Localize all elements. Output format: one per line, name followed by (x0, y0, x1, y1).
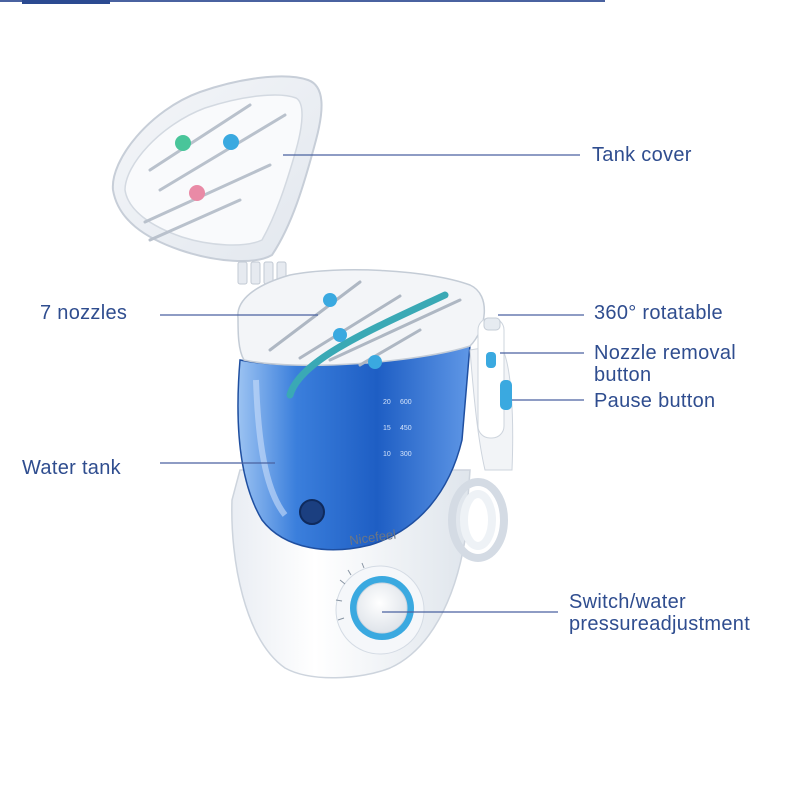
scale-label: 15 (383, 425, 391, 432)
hose-coil (448, 478, 508, 562)
label-switch-line2: pressureadjustment (569, 613, 751, 635)
nozzle-pink-icon (189, 185, 205, 201)
brand-logo-text: Nicefeel (348, 527, 397, 548)
scale-label: 450 (400, 425, 412, 432)
scale-label: 10 (383, 451, 391, 458)
nozzle-removal-button (486, 352, 496, 368)
label-nozzles: 7 nozzles (40, 302, 128, 324)
nozzle-tray (237, 269, 485, 399)
nozzle-blue-icon (223, 134, 239, 150)
top-accent-bar (22, 0, 110, 4)
top-divider-line (0, 0, 605, 2)
label-switch: Switch/water pressureadjustment (569, 591, 750, 635)
label-nozzle-removal-line1: Nozzle removal (594, 342, 737, 364)
label-rotatable: 360° rotatable (594, 302, 723, 324)
scale-label: 600 (400, 399, 412, 406)
scale-label: 20 (383, 399, 391, 406)
label-pause: Pause button (594, 390, 716, 412)
label-switch-line1: Switch/water (569, 591, 686, 613)
label-tank-cover: Tank cover (592, 144, 692, 166)
handle-holder (469, 317, 514, 471)
label-water-tank: Water tank (22, 457, 121, 479)
pressure-knob (335, 562, 425, 655)
leader-lines (160, 154, 584, 613)
nozzle-green-icon (175, 135, 191, 151)
pause-button (500, 380, 512, 410)
label-nozzle-removal-line2: button (594, 364, 652, 386)
scale-label: 300 (400, 451, 412, 458)
tank-cover (111, 75, 323, 285)
label-nozzle-removal: Nozzle removal button (594, 342, 736, 386)
